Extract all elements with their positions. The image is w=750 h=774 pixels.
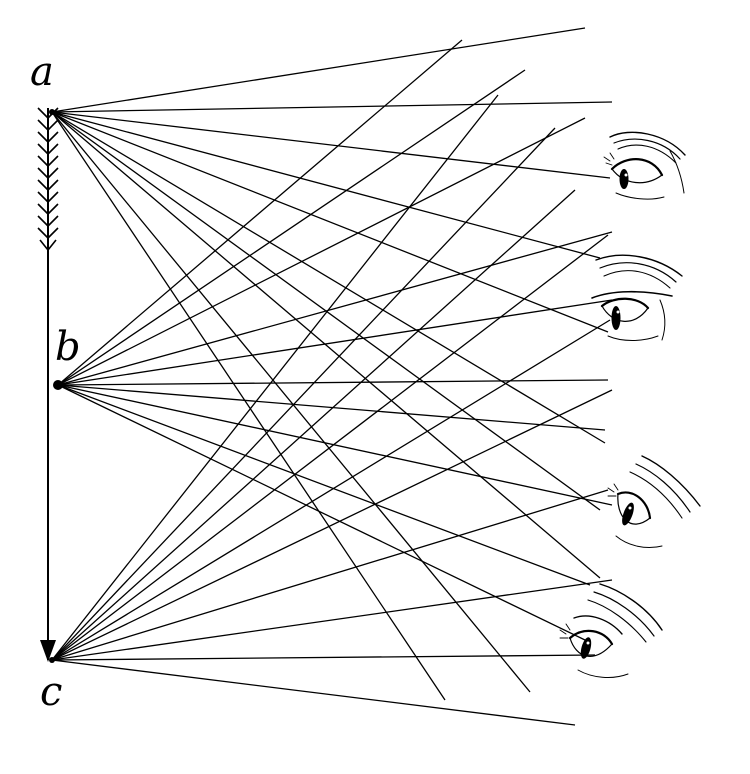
ray-b-4	[57, 231, 613, 386]
ray-b-10	[57, 384, 591, 586]
ray-a-8	[51, 111, 601, 579]
ray-a-4	[51, 111, 601, 259]
ray-c-8	[51, 579, 613, 661]
ray-c-5	[51, 319, 611, 661]
ray-b-9	[57, 384, 586, 641]
arrow-feather-icon	[37, 107, 59, 251]
ray-c-10	[51, 659, 576, 726]
ray-c-6	[51, 389, 613, 661]
ray-b-1	[57, 39, 463, 386]
ray-a-2	[51, 101, 613, 113]
eye-icon	[603, 131, 686, 200]
ray-c-1	[51, 94, 499, 661]
ray-a-3	[51, 111, 611, 179]
ray-b-5	[57, 299, 613, 386]
rays-from-a	[51, 27, 613, 701]
ray-c-3	[51, 189, 576, 661]
ray-a-5	[51, 111, 609, 333]
rays-from-b	[57, 39, 613, 641]
ray-a-1	[51, 27, 586, 113]
eye-icon	[591, 254, 683, 341]
ray-c-2	[51, 127, 556, 661]
rays-from-c	[51, 94, 613, 726]
point-a-label: a	[30, 49, 54, 95]
ray-c-9	[51, 654, 596, 661]
point-b-label: b	[55, 324, 81, 370]
ray-c-7	[51, 489, 609, 661]
arrow-head	[40, 640, 56, 662]
ray-c-4	[51, 234, 609, 661]
ray-b-7	[57, 384, 606, 431]
point-c-label: c	[40, 669, 62, 715]
ray-b-3	[57, 117, 586, 386]
eye-icon	[607, 455, 701, 549]
ray-a-10	[51, 111, 446, 701]
ray-b-2	[57, 69, 526, 386]
ray-a-9	[51, 111, 531, 693]
ray-b-8	[57, 384, 613, 506]
eye-icon	[559, 583, 663, 678]
ray-a-6	[51, 111, 606, 444]
ray-b-6	[57, 379, 609, 386]
